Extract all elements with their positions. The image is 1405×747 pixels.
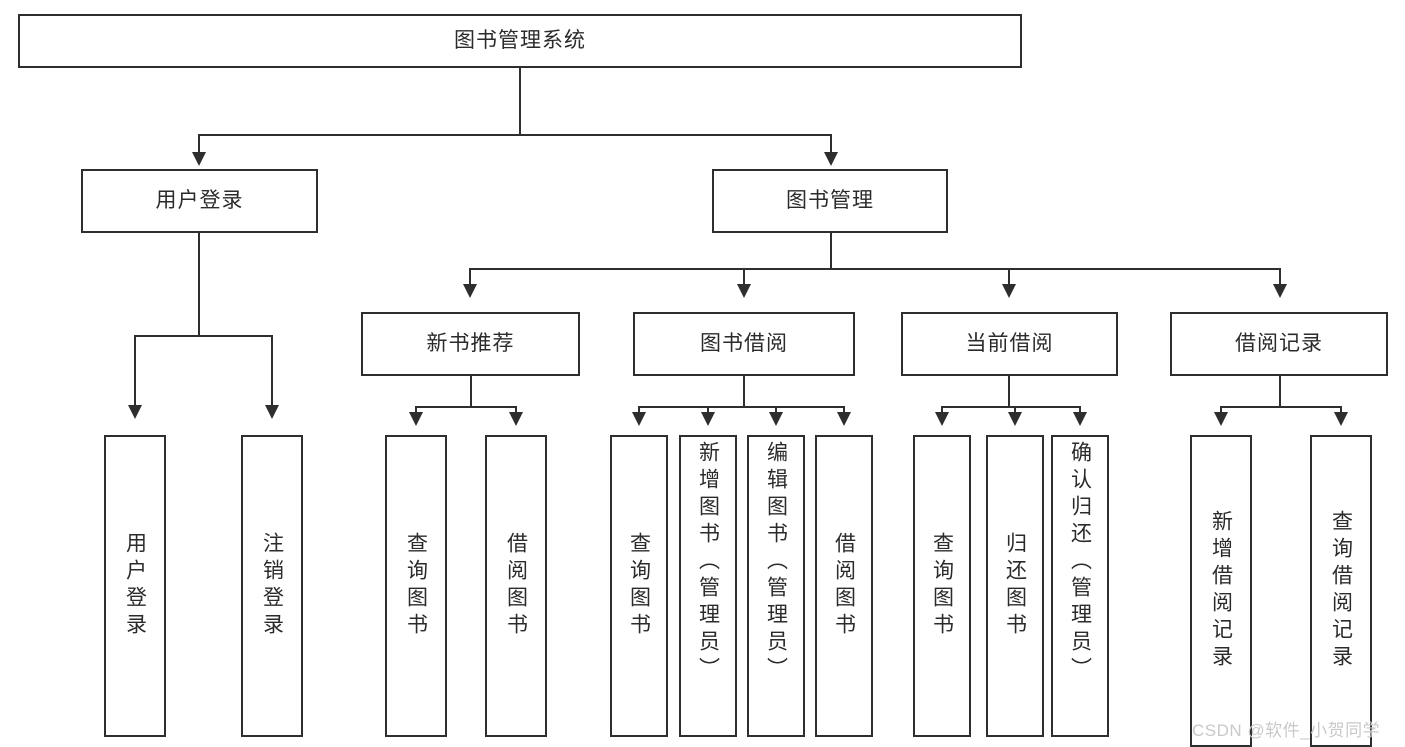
leaf-label: 编辑图书（管理员）	[764, 441, 788, 684]
connector-current-to-return	[1014, 406, 1016, 414]
leaf-user-login[interactable]: 用户登录	[104, 435, 166, 737]
connector-bookmgmt-to-current	[1008, 268, 1010, 286]
node-current-borrow[interactable]: 当前借阅	[901, 312, 1118, 376]
arrow-borrow-to-add	[701, 412, 715, 426]
connector-root-stem	[519, 68, 521, 136]
leaf-label: 查询图书	[404, 532, 428, 640]
arrow-newbook-to-query	[409, 412, 423, 426]
arrow-root-to-bookmgmt	[824, 152, 838, 166]
connector-current-to-confirm	[1079, 406, 1081, 414]
connector-current-stem	[1008, 376, 1010, 407]
leaf-label: 确认归还（管理员）	[1068, 441, 1092, 684]
connector-bookmgmt-to-borrow	[743, 268, 745, 286]
leaf-label: 归还图书	[1003, 532, 1027, 640]
connector-bookmgmt-to-newbook	[469, 268, 471, 286]
leaf-label: 借阅图书	[504, 532, 528, 640]
node-root[interactable]: 图书管理系统	[18, 14, 1022, 68]
leaf-query-book-borrow[interactable]: 查询图书	[610, 435, 668, 737]
connector-root-bus	[198, 134, 831, 136]
connector-borrow-to-edit	[775, 406, 777, 414]
connector-record-to-query	[1340, 406, 1342, 414]
arrow-bookmgmt-to-current	[1002, 284, 1016, 298]
leaf-query-book-recommend[interactable]: 查询图书	[385, 435, 447, 737]
connector-newbook-bus	[415, 406, 516, 408]
arrow-root-to-login	[192, 152, 206, 166]
connector-login-to-logout	[271, 335, 273, 407]
arrow-borrow-to-borrowbook	[837, 412, 851, 426]
arrow-borrow-to-query	[632, 412, 646, 426]
connector-login-bus	[134, 335, 273, 337]
arrow-newbook-to-borrowbook	[509, 412, 523, 426]
connector-bookmgmt-to-record	[1279, 268, 1281, 286]
connector-record-stem	[1279, 376, 1281, 407]
arrow-record-to-query	[1334, 412, 1348, 426]
leaf-label: 新增图书（管理员）	[696, 441, 720, 684]
node-borrow-record[interactable]: 借阅记录	[1170, 312, 1388, 376]
leaf-label: 查询图书	[627, 532, 651, 640]
arrow-record-to-add	[1214, 412, 1228, 426]
connector-newbook-to-query	[415, 406, 417, 414]
arrow-bookmgmt-to-borrow	[737, 284, 751, 298]
leaf-logout[interactable]: 注销登录	[241, 435, 303, 737]
connector-newbook-to-borrowbook	[515, 406, 517, 414]
arrow-current-to-confirm	[1073, 412, 1087, 426]
connector-borrow-stem	[743, 376, 745, 407]
node-new-book-recommend[interactable]: 新书推荐	[361, 312, 580, 376]
connector-bookmgmt-bus	[469, 268, 1280, 270]
arrow-login-to-logout	[265, 405, 279, 419]
connector-current-to-query	[941, 406, 943, 414]
connector-record-bus	[1220, 406, 1342, 408]
node-book-management[interactable]: 图书管理	[712, 169, 948, 233]
leaf-borrow-book[interactable]: 借阅图书	[815, 435, 873, 737]
leaf-label: 查询图书	[930, 532, 954, 640]
connector-current-bus	[941, 406, 1080, 408]
arrow-current-to-return	[1008, 412, 1022, 426]
connector-bookmgmt-stem	[830, 233, 832, 269]
leaf-label: 查询借阅记录	[1329, 510, 1353, 672]
leaf-borrow-book-recommend[interactable]: 借阅图书	[485, 435, 547, 737]
leaf-label: 借阅图书	[832, 532, 856, 640]
node-user-login[interactable]: 用户登录	[81, 169, 318, 233]
leaf-return-book[interactable]: 归还图书	[986, 435, 1044, 737]
connector-login-stem	[198, 233, 200, 335]
arrow-current-to-query	[935, 412, 949, 426]
arrow-login-to-userlogin	[128, 405, 142, 419]
leaf-query-borrow-record[interactable]: 查询借阅记录	[1310, 435, 1372, 747]
connector-borrow-to-query	[638, 406, 640, 414]
connector-borrow-to-borrowbook	[843, 406, 845, 414]
arrow-bookmgmt-to-record	[1273, 284, 1287, 298]
connector-record-to-add	[1220, 406, 1222, 414]
leaf-label: 新增借阅记录	[1209, 510, 1233, 672]
leaf-add-book-admin[interactable]: 新增图书（管理员）	[679, 435, 737, 737]
arrow-borrow-to-edit	[769, 412, 783, 426]
connector-borrow-to-add	[707, 406, 709, 414]
leaf-label: 注销登录	[260, 532, 284, 640]
leaf-label: 用户登录	[123, 532, 147, 640]
leaf-edit-book-admin[interactable]: 编辑图书（管理员）	[747, 435, 805, 737]
arrow-bookmgmt-to-newbook	[463, 284, 477, 298]
connector-borrow-bus	[638, 406, 844, 408]
connector-root-to-login	[198, 134, 200, 156]
connector-login-to-userlogin	[134, 335, 136, 407]
leaf-confirm-return-admin[interactable]: 确认归还（管理员）	[1051, 435, 1109, 737]
node-book-borrow[interactable]: 图书借阅	[633, 312, 855, 376]
leaf-add-borrow-record[interactable]: 新增借阅记录	[1190, 435, 1252, 747]
connector-root-to-bookmgmt	[830, 134, 832, 156]
connector-newbook-stem	[470, 376, 472, 407]
leaf-query-book-current[interactable]: 查询图书	[913, 435, 971, 737]
